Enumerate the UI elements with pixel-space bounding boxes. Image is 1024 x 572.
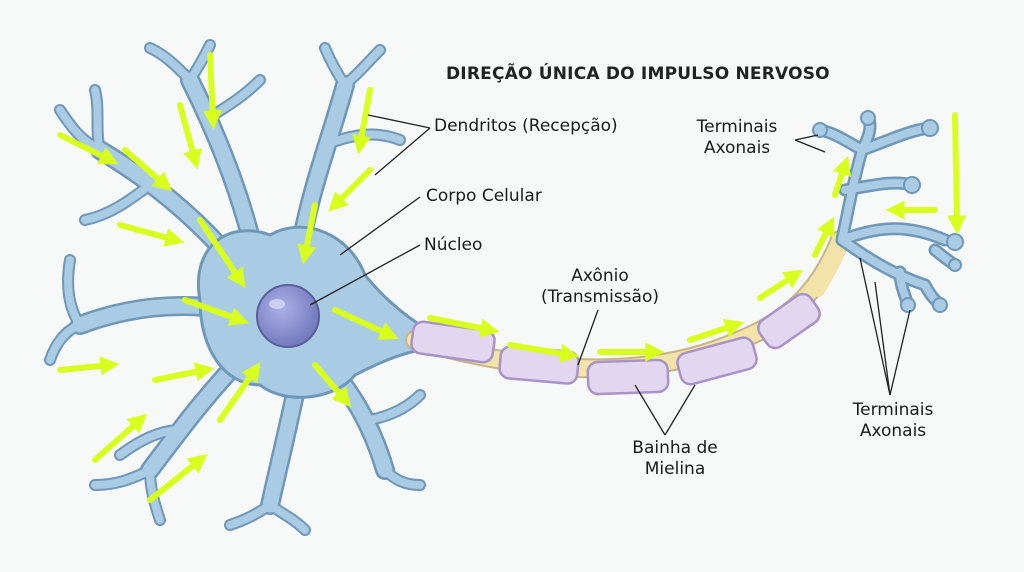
impulse-arrow xyxy=(202,52,223,130)
label-terminals-bottom-line2: Axonais xyxy=(859,421,927,441)
leader-dendrites xyxy=(374,127,431,176)
impulse-arrow xyxy=(177,102,202,170)
label-myelin-line1: Bainha de xyxy=(632,438,718,458)
label-terminals-bottom: Terminais Axonais xyxy=(838,400,948,442)
leader-terminals-top xyxy=(794,134,819,141)
impulse-arrow xyxy=(297,202,318,265)
myelin-segment xyxy=(410,320,496,364)
leader-terminals-top xyxy=(794,139,826,153)
impulse-arrow xyxy=(328,167,373,212)
leader-dendrites xyxy=(367,114,431,129)
impulse-arrow xyxy=(687,318,745,343)
impulse-arrow xyxy=(147,454,208,503)
label-cell-body: Corpo Celular xyxy=(426,186,542,206)
nucleus-highlight xyxy=(269,299,285,309)
myelin-segment xyxy=(757,292,821,350)
terminal-bulb xyxy=(903,176,921,194)
impulse-arrow xyxy=(57,356,120,376)
impulse-arrow xyxy=(197,217,246,288)
terminal-bulb xyxy=(946,233,964,251)
axon-terminals xyxy=(812,110,964,313)
impulse-arrow xyxy=(832,155,852,198)
leader-cell-body xyxy=(339,196,421,256)
impulse-arrow xyxy=(352,87,373,155)
leader-nucleus xyxy=(309,244,421,306)
label-myelin-line2: Mielina xyxy=(644,459,706,479)
diagram-title: DIREÇÃO ÚNICA DO IMPULSO NERVOSO xyxy=(446,64,830,84)
terminal-bulb xyxy=(948,258,962,272)
terminal-bulb xyxy=(932,297,948,313)
label-axon-line2: (Transmissão) xyxy=(540,287,659,307)
impulse-arrow xyxy=(182,297,250,326)
label-nucleus: Núcleo xyxy=(424,235,483,255)
myelin-segment xyxy=(586,358,670,396)
impulse-arrow xyxy=(312,362,352,408)
label-terminals-top-line1: Terminais xyxy=(696,117,778,137)
leader-myelin xyxy=(634,384,666,436)
label-axon: Axônio (Transmissão) xyxy=(520,266,680,308)
impulse-arrow xyxy=(427,315,500,338)
leader-terminals-bottom xyxy=(874,281,891,396)
label-terminals-top: Terminais Axonais xyxy=(687,117,787,159)
terminal-bulb xyxy=(900,297,916,313)
impulse-arrow xyxy=(217,362,261,423)
myelin-segment xyxy=(676,336,758,386)
label-terminals-bottom-line1: Terminais xyxy=(852,400,934,420)
impulse-arrow xyxy=(332,307,399,340)
terminal-bulb xyxy=(921,119,939,137)
leader-myelin xyxy=(664,384,696,436)
leader-lines xyxy=(309,114,911,436)
leader-terminals-bottom xyxy=(859,257,891,396)
label-axon-line1: Axônio xyxy=(571,266,629,286)
label-dendrites: Dendritos (Recepção) xyxy=(434,116,618,136)
impulse-arrows xyxy=(57,52,967,503)
label-terminals-top-line2: Axonais xyxy=(703,138,771,158)
impulse-arrow xyxy=(92,413,148,463)
leader-terminals-bottom xyxy=(889,309,911,396)
impulse-arrow xyxy=(152,362,215,383)
leader-axon xyxy=(577,309,599,366)
impulse-arrow xyxy=(507,342,580,363)
terminal-bulb xyxy=(860,110,876,126)
impulse-arrow xyxy=(57,132,119,165)
impulse-arrow xyxy=(117,222,185,247)
label-myelin: Bainha de Mielina xyxy=(610,438,740,480)
nucleus xyxy=(256,284,320,348)
impulse-arrow xyxy=(812,216,835,258)
impulse-arrow xyxy=(122,147,173,192)
impulse-arrow xyxy=(947,112,967,235)
impulse-arrow xyxy=(757,269,804,301)
terminal-bulb xyxy=(812,122,828,138)
